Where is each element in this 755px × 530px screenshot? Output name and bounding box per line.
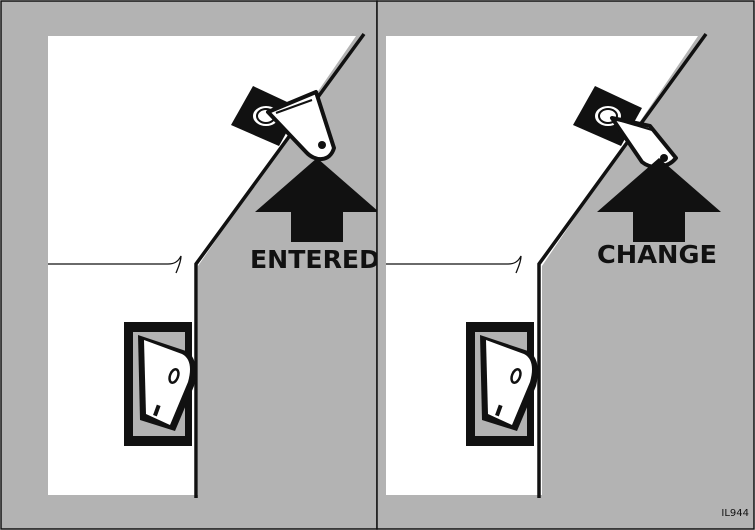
keyswitch-icon — [231, 86, 300, 146]
rocker-switch-icon — [124, 322, 196, 446]
rocker-switch-icon — [466, 322, 538, 446]
up-arrow-icon — [255, 158, 379, 242]
counter-line — [48, 255, 182, 274]
key-icon — [266, 90, 336, 161]
panel-left: ENTERED — [0, 0, 380, 530]
panel-right: CHANGE IL944 — [376, 0, 755, 530]
label-entered: ENTERED — [250, 245, 380, 274]
cabinet-edge — [537, 32, 708, 498]
counter-line — [386, 255, 522, 274]
label-change: CHANGE — [597, 240, 717, 269]
up-arrow-icon — [597, 158, 721, 242]
figure-code: IL944 — [721, 508, 749, 519]
